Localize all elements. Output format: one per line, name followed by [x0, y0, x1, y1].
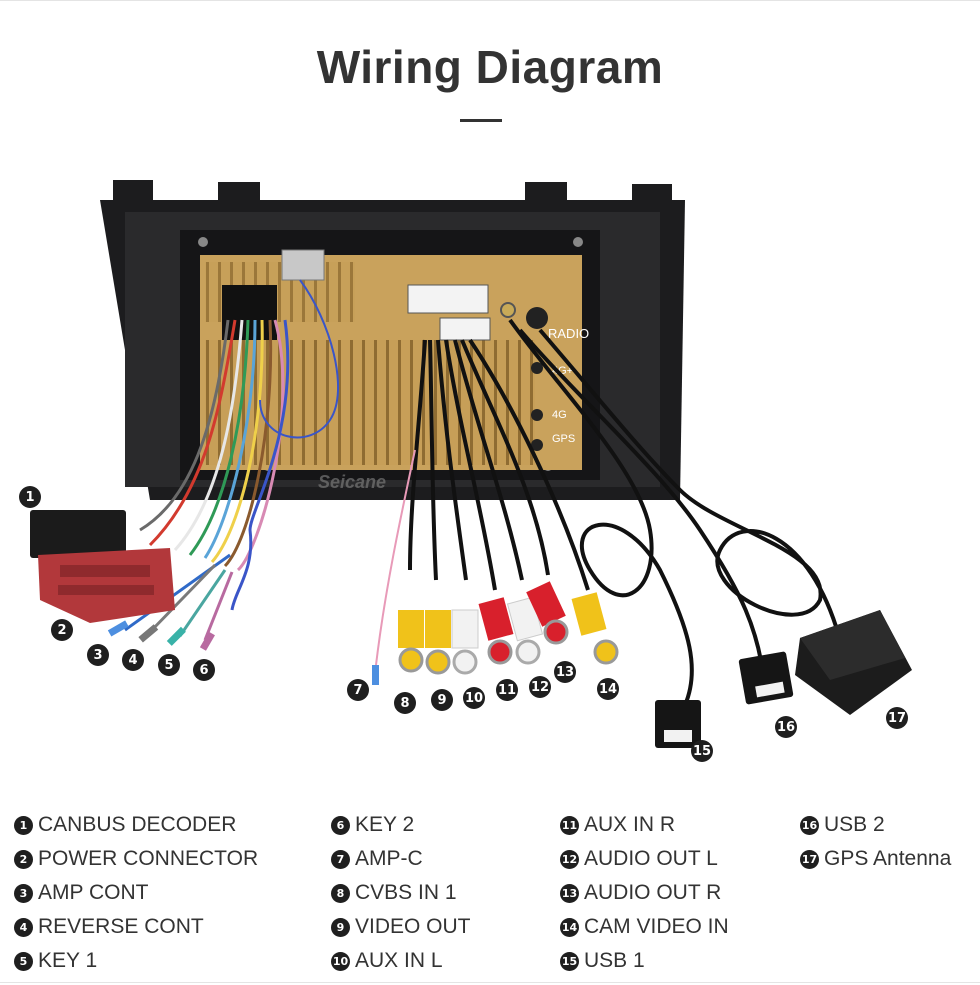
- usb-plugs: [655, 651, 794, 748]
- gps-antenna: [795, 610, 912, 715]
- callout-1: 1: [25, 490, 34, 505]
- usb-gps-cables: [508, 318, 842, 706]
- callout-13: 13: [556, 665, 574, 680]
- legend-label: GPS Antenna: [824, 847, 952, 870]
- callout-15: 15: [693, 744, 711, 759]
- watermark: Seicane: [318, 472, 386, 492]
- callout-12: 12: [531, 680, 549, 695]
- legend-number-badge: 6: [331, 815, 350, 835]
- rca-cables: [375, 338, 590, 666]
- legend-number-badge: 10: [331, 951, 350, 971]
- legend-number-badge: 12: [560, 849, 579, 869]
- legend-label: USB 2: [824, 813, 885, 836]
- callout-10: 10: [465, 691, 483, 706]
- port-label-4g: 4G: [552, 409, 567, 421]
- rca-plugs: [398, 581, 619, 675]
- callout-9: 9: [437, 693, 446, 708]
- legend-label: CAM VIDEO IN: [584, 915, 729, 938]
- port-label-radio: RADIO: [548, 326, 589, 341]
- callout-8: 8: [400, 696, 409, 711]
- legend-label: VIDEO OUT: [355, 915, 471, 938]
- callout-badges: 1 2 3 4 5 6 7 8 9 10 11 12 13 14 15 16 1…: [19, 486, 908, 762]
- board-connectors: [222, 249, 548, 451]
- legend-number-badge: 5: [14, 951, 33, 971]
- legend-label: REVERSE CONT: [38, 915, 204, 938]
- wiring-illustration: RADIO 4G+ 4G GPS Seicane: [19, 180, 912, 762]
- legend-label: AUDIO OUT L: [584, 847, 718, 870]
- callout-2: 2: [57, 623, 66, 638]
- legend-number-badge: 13: [560, 883, 579, 903]
- legend-number-badge: 3: [14, 883, 33, 903]
- wire-harness: [124, 279, 339, 641]
- legend-number-badge: 17: [800, 849, 819, 869]
- legend-label: KEY 1: [38, 949, 98, 972]
- legend-label: AUX IN L: [355, 949, 443, 972]
- callout-11: 11: [498, 683, 516, 698]
- page-title: Wiring Diagram: [316, 41, 664, 93]
- legend-number-badge: 16: [800, 815, 819, 835]
- callout-6: 6: [199, 663, 208, 678]
- legend-number-badge: 15: [560, 951, 579, 971]
- callout-7: 7: [353, 683, 362, 698]
- legend-label: AMP-C: [355, 847, 423, 870]
- callout-17: 17: [888, 711, 906, 726]
- port-label-gps: GPS: [552, 433, 575, 445]
- legend-label: CVBS IN 1: [355, 881, 457, 904]
- callout-4: 4: [128, 653, 137, 668]
- legend-label: AUDIO OUT R: [584, 881, 722, 904]
- callout-5: 5: [164, 658, 173, 673]
- legend-number-badge: 4: [14, 917, 33, 937]
- legend-label: CANBUS DECODER: [38, 813, 237, 836]
- legend-number-badge: 2: [14, 849, 33, 869]
- top-divider: [0, 0, 980, 1]
- legend-label: POWER CONNECTOR: [38, 847, 259, 870]
- legend-label: AMP CONT: [38, 881, 149, 904]
- port-label-4g-plus: 4G+: [552, 365, 573, 377]
- title-underline: [460, 119, 502, 122]
- callout-16: 16: [777, 720, 795, 735]
- bottom-divider: [0, 982, 980, 983]
- legend-label: AUX IN R: [584, 813, 676, 836]
- callout-14: 14: [599, 682, 617, 697]
- legend-number-badge: 1: [14, 815, 33, 835]
- legend-label: KEY 2: [355, 813, 415, 836]
- wire-pins: [107, 620, 379, 685]
- power-connector: [38, 548, 175, 623]
- legend-number-badge: 7: [331, 849, 350, 869]
- callout-3: 3: [93, 648, 102, 663]
- legend-label: USB 1: [584, 949, 645, 972]
- canbus-decoder: [30, 510, 126, 558]
- legend-number-badge: 8: [331, 883, 350, 903]
- legend-number-badge: 11: [560, 815, 579, 835]
- legend-number-badge: 9: [331, 917, 350, 937]
- legend-number-badge: 14: [560, 917, 579, 937]
